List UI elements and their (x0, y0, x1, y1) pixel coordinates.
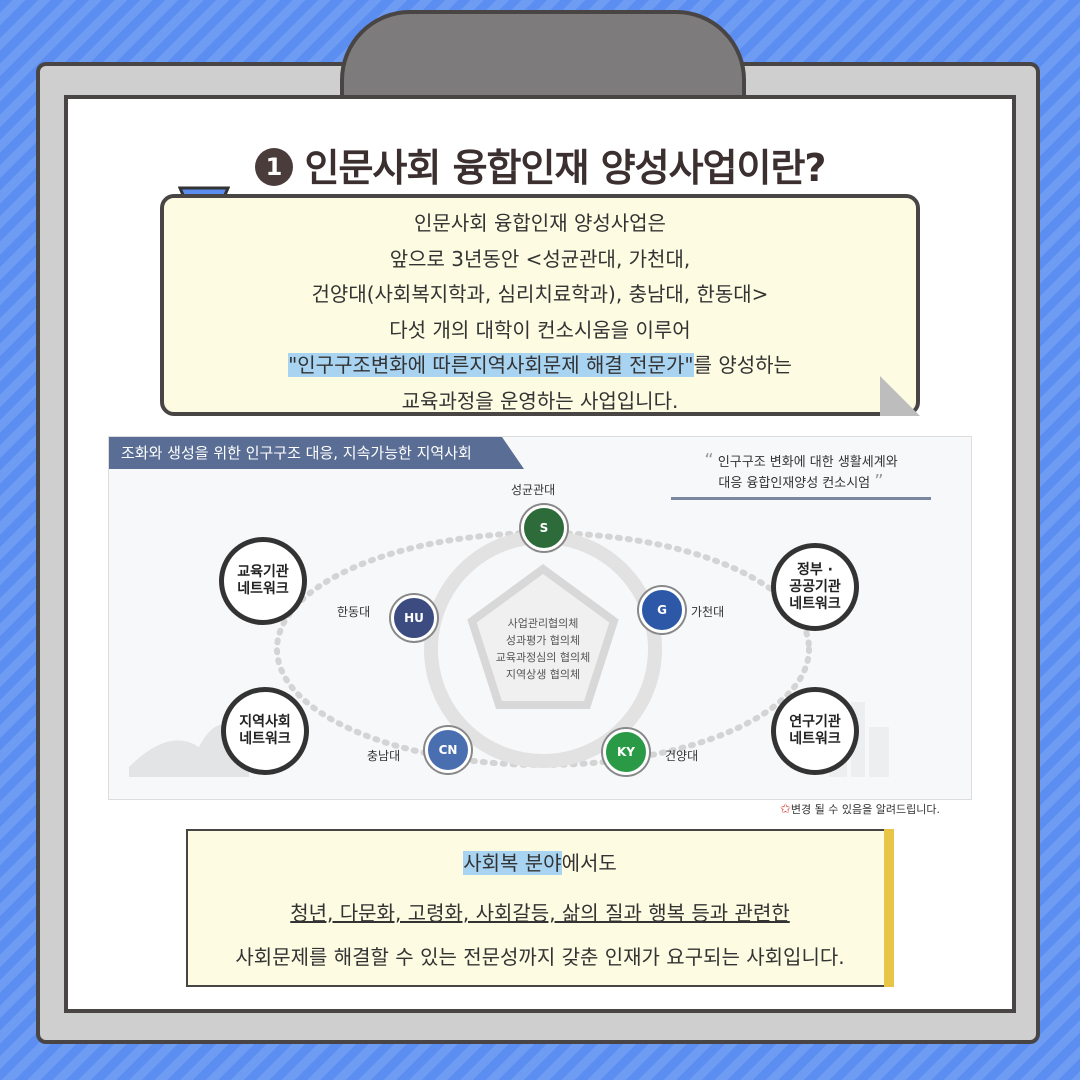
note-line: 교육과정을 운영하는 사업입니다. (401, 388, 679, 413)
bottom-line-2-text: 청년, 다문화, 고령화, 사회갈등, 삶의 질과 행복 등과 관련한 (290, 901, 790, 925)
note-line: 건양대(사회복지학과, 심리치료학과), 충남대, 한동대> (311, 282, 769, 306)
research-network-node: 연구기관 네트워크 (771, 687, 859, 775)
bottom-line-1-rest: 에서도 (561, 851, 617, 875)
bottom-line-1: 사회복 분야에서도 (188, 847, 892, 876)
gov-network-node: 정부 · 공공기관 네트워크 (771, 543, 859, 631)
intro-note: 인문사회 융합인재 양성사업은 앞으로 3년동안 <성균관대, 가천대, 건양대… (160, 194, 920, 416)
star-icon: ✩ (780, 802, 791, 817)
chungnam-label: 충남대 (367, 749, 401, 763)
note-line: 다섯 개의 대학이 컨소시움을 이루어 (389, 317, 691, 342)
edu-network-node: 교육기관 네트워크 (219, 537, 307, 625)
local-network-node: 지역사회 네트워크 (221, 687, 309, 775)
change-notice: ✩변경 될 수 있음을 알려드립니다. (780, 801, 940, 817)
bottom-line-2: 청년, 다문화, 고령화, 사회갈등, 삶의 질과 행복 등과 관련한 (188, 897, 892, 926)
bottom-note: 사회복 분야에서도 청년, 다문화, 고령화, 사회갈등, 삶의 질과 행복 등… (186, 829, 894, 987)
note-highlight: "인구구조변화에 따른지역사회문제 해결 전문가" (288, 353, 694, 377)
quote-line: 인구구조 변화에 대한 생활세계와 (717, 455, 898, 470)
skku-label: 성균관대 (511, 483, 556, 497)
konyang-label: 건양대 (665, 749, 699, 763)
council-item: 교육과정심의 협의체 (495, 651, 591, 664)
diagram-quote: “ 인구구조 변화에 대한 생활세계와 대응 융합인재양성 컨소시엄 ” (671, 451, 931, 500)
handong-logo-icon: HU (391, 595, 437, 641)
section-number-badge: 1 (254, 147, 293, 186)
konyang-logo-icon: KY (603, 729, 649, 775)
council-item: 사업관리협의체 (507, 617, 579, 630)
open-quote-icon: “ (704, 450, 714, 471)
note-line: 앞으로 3년동안 <성균관대, 가천대, (389, 246, 691, 271)
gachon-label: 가천대 (691, 605, 725, 619)
bottom-highlight: 사회복 분야 (463, 851, 562, 875)
consortium-diagram: 조화와 생성을 위한 인구구조 대응, 지속가능한 지역사회 “ 인구구조 변화… (108, 436, 972, 800)
bottom-line-3: 사회문제를 해결할 수 있는 전문성까지 갖춘 인재가 요구되는 사회입니다. (235, 945, 845, 969)
gachon-logo-icon: G (639, 587, 685, 633)
skku-logo-icon: S (521, 505, 567, 551)
note-after-highlight: 를 양성하는 (693, 353, 792, 377)
diagram-header: 조화와 생성을 위한 인구구조 대응, 지속가능한 지역사회 (109, 437, 524, 469)
close-quote-icon: ” (874, 471, 884, 492)
chungnam-logo-icon: CN (425, 727, 471, 773)
handong-label: 한동대 (337, 605, 371, 619)
page-title: 1 인문사회 융합인재 양성사업이란? (0, 137, 1080, 192)
council-list: 사업관리협의체 성과평가 협의체 교육과정심의 협의체 지역상생 협의체 (473, 615, 613, 683)
council-item: 성과평가 협의체 (505, 634, 581, 647)
note-line: "인구구조변화에 따른지역사회문제 해결 전문가"를 양성하는 (164, 348, 916, 384)
quote-line: 대응 융합인재양성 컨소시엄 (718, 476, 871, 491)
accent-bar (884, 829, 894, 987)
note-line: 인문사회 융합인재 양성사업은 (414, 211, 666, 235)
council-item: 지역상생 협의체 (505, 668, 581, 681)
page-title-text: 인문사회 융합인재 양성사업이란? (304, 146, 827, 190)
page-fold (880, 376, 920, 416)
change-notice-text: 변경 될 수 있음을 알려드립니다. (790, 803, 940, 816)
